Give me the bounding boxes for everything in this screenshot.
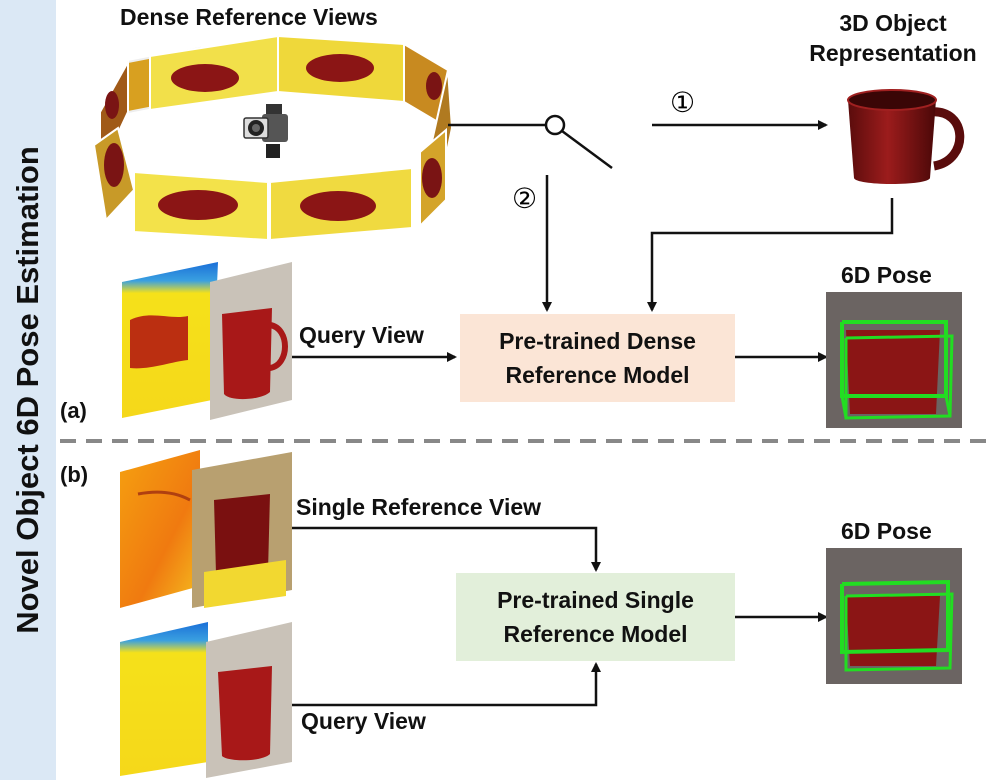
dense-model-line1: Pre-trained Dense xyxy=(499,328,696,354)
arrow-single-ref-to-model xyxy=(292,526,601,572)
mug-thumbnail xyxy=(422,158,442,198)
switch-option-2: ② xyxy=(512,182,537,215)
pose-output-b xyxy=(826,548,962,684)
dense-reference-views-ring xyxy=(92,34,454,242)
query-view-label-a: Query View xyxy=(299,322,424,348)
arrow-query-to-single-model xyxy=(292,662,601,707)
mug-thumbnail xyxy=(426,72,442,100)
3d-mug-object xyxy=(847,89,965,184)
query-view-images-b xyxy=(120,622,292,778)
switch-option-1: ① xyxy=(670,86,695,119)
arrow-3d-to-model xyxy=(647,198,894,312)
mug-thumbnail xyxy=(171,64,239,92)
single-model-line2: Reference Model xyxy=(503,621,688,647)
object-rep-line2: Representation xyxy=(809,40,977,66)
depth-map xyxy=(120,622,208,776)
query-view-images-a xyxy=(122,262,292,420)
dense-model-line2: Reference Model xyxy=(505,362,690,388)
mug-thumbnail xyxy=(306,54,374,82)
single-reference-images xyxy=(120,450,292,608)
query-view-label-b: Query View xyxy=(301,708,426,734)
dense-views-title: Dense Reference Views xyxy=(120,4,378,30)
single-reference-view-label: Single Reference View xyxy=(296,494,542,520)
object-rep-line1: 3D Object xyxy=(839,10,947,36)
part-b-label: (b) xyxy=(60,462,89,487)
object-representation-title: 3D Object Representation xyxy=(793,8,993,68)
mug-thumbnail xyxy=(300,191,376,221)
pose-title-b: 6D Pose xyxy=(841,518,932,544)
side-panel: Novel Object 6D Pose Estimation xyxy=(0,0,56,780)
mug-thumbnail xyxy=(158,190,238,220)
part-a-label: (a) xyxy=(60,398,87,423)
depth-map xyxy=(120,450,200,608)
single-model-line1: Pre-trained Single xyxy=(497,587,694,613)
pose-output-a xyxy=(826,292,962,428)
camera-icon xyxy=(243,104,288,158)
mug-thumbnail xyxy=(105,91,119,119)
single-reference-model-box: Pre-trained Single Reference Model xyxy=(456,573,735,661)
mug-thumbnail xyxy=(104,143,124,187)
pose-title-a: 6D Pose xyxy=(841,262,932,288)
mode-switch xyxy=(448,114,613,170)
dense-reference-model-box: Pre-trained Dense Reference Model xyxy=(460,314,735,402)
